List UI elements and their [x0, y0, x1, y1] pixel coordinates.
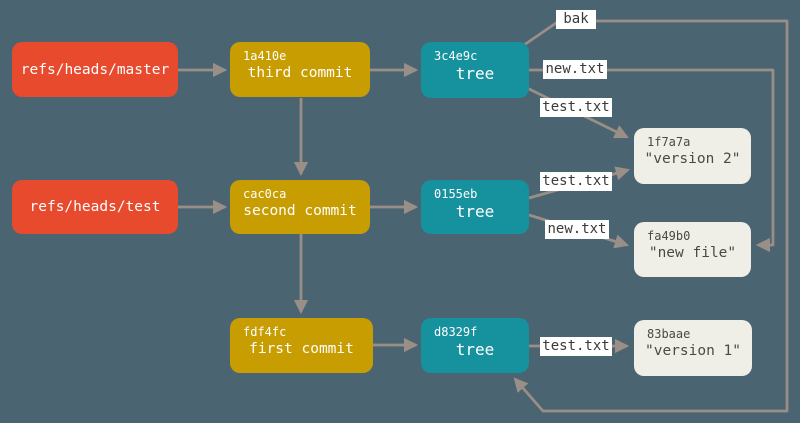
tree-node-d8329f: d8329f tree — [421, 318, 529, 373]
edge-label-new-txt-top: new.txt — [543, 60, 607, 79]
blob-label: "version 1" — [644, 343, 742, 359]
arrow-tree-3c4e9c-to-blob-fa49b0 — [529, 68, 775, 253]
commit-label: second commit — [243, 203, 357, 219]
commit-hash: 1a410e — [243, 49, 287, 63]
edge-label-test-txt-mid: test.txt — [540, 172, 612, 191]
blob-node-fa49b0: fa49b0 "new file" — [634, 222, 751, 277]
ref-node-test: refs/heads/test — [12, 180, 178, 234]
tree-hash: 3c4e9c — [434, 49, 478, 63]
blob-hash: fa49b0 — [647, 229, 691, 243]
tree-label: tree — [455, 64, 495, 83]
ref-node-master: refs/heads/master — [12, 42, 178, 97]
blob-hash: 83baae — [647, 327, 691, 341]
edge-label-bak: bak — [556, 10, 596, 29]
tree-node-3c4e9c: 3c4e9c tree — [421, 42, 529, 98]
commit-label: first commit — [249, 341, 354, 357]
ref-label: refs/heads/test — [29, 199, 161, 215]
edge-label-new-txt-mid: new.txt — [545, 220, 609, 239]
commit-label: third commit — [247, 65, 353, 81]
blob-node-1f7a7a: 1f7a7a "version 2" — [634, 128, 751, 184]
blob-label: "new file" — [648, 245, 737, 261]
edge-label-test-txt-bottom: test.txt — [540, 337, 612, 356]
tree-hash: d8329f — [434, 325, 478, 339]
commit-node-1a410e: 1a410e third commit — [230, 42, 370, 97]
tree-label: tree — [455, 340, 495, 359]
commit-hash: fdf4fc — [243, 325, 287, 339]
blob-label: "version 2" — [644, 151, 741, 167]
arrow-tree-3c4e9c-bak-to-tree-d8329f — [513, 19, 789, 413]
commit-node-cac0ca: cac0ca second commit — [230, 180, 370, 234]
tree-node-0155eb: 0155eb tree — [421, 180, 529, 234]
tree-hash: 0155eb — [434, 187, 478, 201]
blob-hash: 1f7a7a — [647, 135, 691, 149]
commit-node-fdf4fc: fdf4fc first commit — [230, 318, 373, 373]
ref-label: refs/heads/master — [20, 61, 170, 78]
tree-label: tree — [455, 202, 495, 221]
blob-node-83baae: 83baae "version 1" — [634, 320, 752, 376]
commit-hash: cac0ca — [243, 187, 287, 201]
edge-label-test-txt-top: test.txt — [540, 98, 612, 117]
